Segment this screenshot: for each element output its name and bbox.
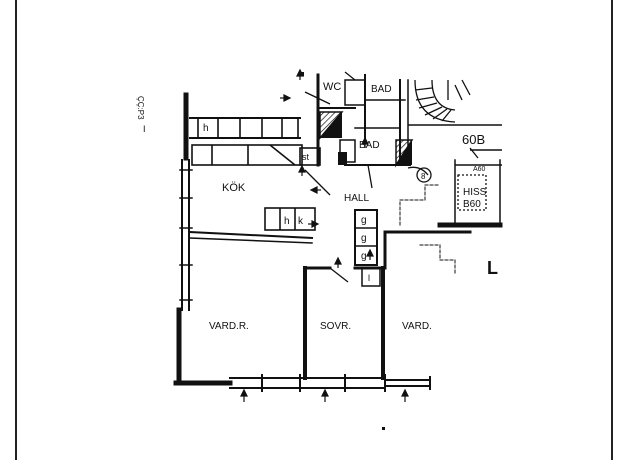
label-h-lower: h — [284, 216, 290, 227]
label-g2: g — [361, 233, 367, 244]
label-l: l — [368, 273, 370, 283]
label-sovr: SOVR. — [320, 321, 351, 332]
label-g1: g — [361, 215, 367, 226]
entry-marks — [416, 147, 487, 211]
label-bad-lower: BAD — [359, 140, 380, 151]
label-tick-mark: I — [143, 124, 146, 134]
room-labels: WC BAD BAD 60B A60 8 HISS B60 KÖK HALL V… — [136, 81, 498, 332]
label-hall: HALL — [344, 193, 369, 204]
label-hiss-rating: B60 — [463, 199, 481, 210]
staircase — [408, 79, 502, 166]
label-corner-mark: L — [487, 258, 498, 278]
label-k: k — [298, 216, 304, 227]
label-h-top: h — [203, 123, 209, 134]
door-swings — [304, 71, 429, 283]
label-fire-rating: A60 — [473, 166, 486, 173]
entry-circle-marker — [416, 167, 432, 183]
hatched-shafts — [319, 111, 414, 168]
kitchen-counters — [191, 117, 321, 231]
label-g3: g — [361, 251, 367, 262]
label-wc: WC — [323, 81, 341, 93]
label-unit: 60B — [462, 132, 485, 147]
label-kok: KÖK — [222, 182, 246, 194]
label-st: st — [302, 152, 310, 162]
label-vard: VARD. — [402, 321, 432, 332]
label-circle-number: 8 — [421, 172, 426, 181]
label-margin-mark: ÇÇ:P3 — [136, 96, 145, 120]
interior-walls — [188, 159, 503, 380]
page-frame — [15, 0, 613, 460]
label-hiss: HISS — [463, 187, 487, 198]
scan-marks — [300, 72, 385, 430]
label-vard-r: VARD.R. — [209, 321, 249, 332]
label-bad-top: BAD — [371, 84, 392, 95]
